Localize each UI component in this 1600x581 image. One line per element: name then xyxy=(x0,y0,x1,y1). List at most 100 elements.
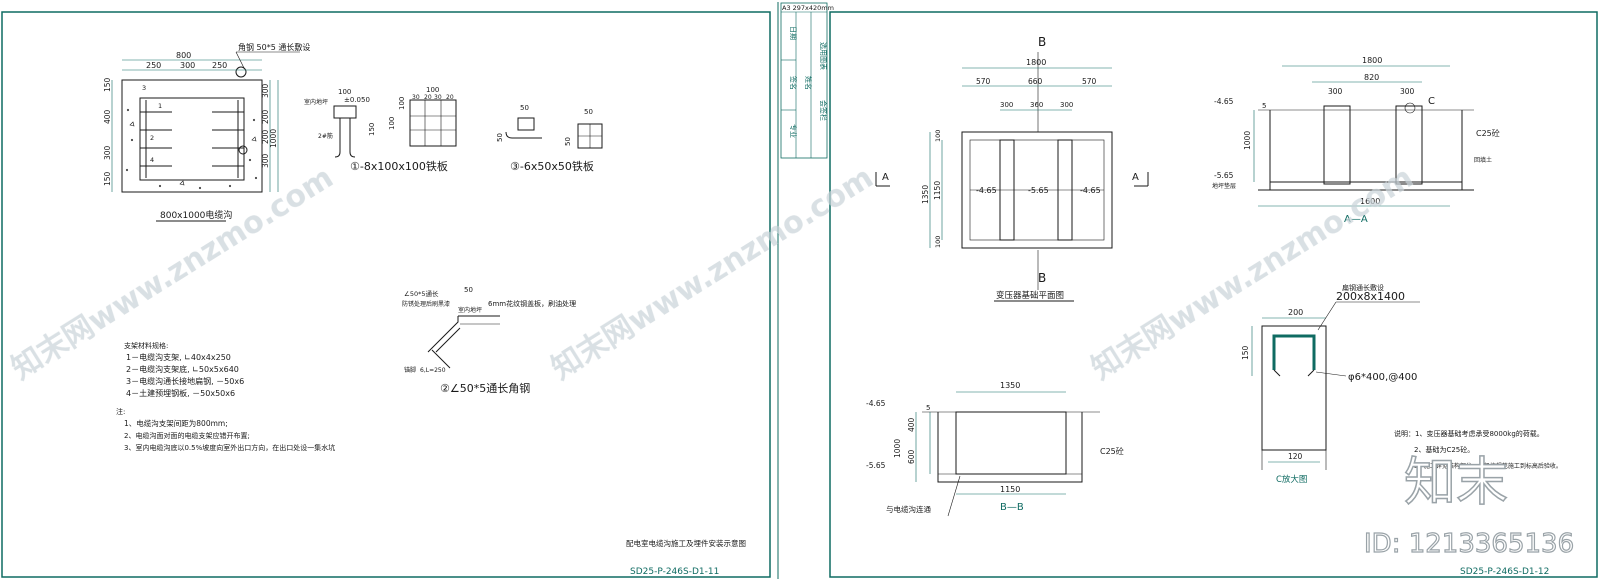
plate1-caption: ①-8x100x100铁板 xyxy=(350,159,448,173)
plate1-room: 室内地坪 xyxy=(304,98,328,106)
plan-dim-1800: 1800 xyxy=(1026,58,1046,67)
plate1-face: 2#筋 xyxy=(318,132,333,140)
plan-dim-100a: 100 xyxy=(934,130,942,142)
bb-level-2: -5.65 xyxy=(866,461,886,470)
trench-dim-300: 300 xyxy=(180,61,195,70)
trench-angle-note: 角钢 50*5 通长敷设 xyxy=(238,42,310,52)
plate3-detail: 50 50 50 50 ③-6x50x50铁板 xyxy=(496,104,603,173)
aa-dim-820: 820 xyxy=(1364,73,1379,82)
strip-date: 日期 xyxy=(789,26,797,40)
aa-dim-300b: 300 xyxy=(1400,87,1415,96)
trench-item-4: 4 xyxy=(150,156,154,164)
materials-item-4: 4－土建预埋钢板, －50x50x6 xyxy=(126,388,235,398)
sheet1-drawing-no: SD25-P-246S-D1-11 xyxy=(630,567,719,577)
angle-dim-50: 50 xyxy=(464,286,473,294)
aa-level-1: -4.65 xyxy=(1214,97,1234,106)
notes-item-3: 3、室内电缆沟底以0.5%坡度向室外出口方向，在出口处设一集水坑 xyxy=(124,443,335,452)
aa-dim-5: 5 xyxy=(1262,102,1266,110)
notes-list: 注: 1、电缆沟支架间距为800mm; 2、电缆沟面对面的电缆支架应错开布置; … xyxy=(116,407,335,452)
plan-caption: 变压器基础平面图 xyxy=(996,290,1064,301)
strip-countersign: 会签栏 xyxy=(819,100,828,121)
plan-dim-360: 360 xyxy=(1030,101,1043,109)
bb-dim-1350: 1350 xyxy=(1000,381,1020,390)
trench-item-3: 3 xyxy=(142,84,146,92)
materials-list: 支架材料规格: 1－电缆沟支架, ∟40x4x250 2－电缆沟支架底, ∟50… xyxy=(124,341,244,398)
trench-dim-left-400: 400 xyxy=(103,109,112,124)
sheet-frame-left xyxy=(1,11,771,578)
bb-level-1: -4.65 xyxy=(866,399,886,408)
trench-dim-right-1000: 1000 xyxy=(269,129,278,148)
plate1-dim-i: 20 xyxy=(446,94,454,101)
plate3-dim-a: 50 xyxy=(520,104,529,112)
c-dim-120: 120 xyxy=(1288,452,1303,461)
c-caption: C放大图 xyxy=(1276,474,1307,485)
margin-strip: A3 297x420mm 日期 签名 专业 姓名 会签栏 选用图表 xyxy=(780,2,834,159)
plan-dim-570b: 570 xyxy=(1082,77,1097,86)
aa-dim-1000: 1000 xyxy=(1243,131,1252,150)
strip-sign: 签名 xyxy=(789,76,798,90)
angle-note-3: 室内地坪 xyxy=(458,306,482,314)
plate1-dim-d: 100 xyxy=(388,117,396,130)
c-dim-150: 150 xyxy=(1241,345,1250,360)
strip-major: 专业 xyxy=(789,124,798,138)
plan-level-1: -4.65 xyxy=(976,186,997,195)
sheet-frame-right xyxy=(829,11,1598,578)
materials-item-1: 1－电缆沟支架, ∟40x4x250 xyxy=(126,352,231,362)
watermark-id: ID: 1213365136 xyxy=(1364,529,1574,559)
angle-caption: ②∠50*5通长角钢 xyxy=(440,382,530,395)
section-aa: 1800 820 300 300 C -4.65 -5.65 1000 5 C2… xyxy=(1212,56,1500,225)
plan-dim-1350: 1350 xyxy=(921,185,930,204)
aa-mark-c: C xyxy=(1428,96,1435,107)
explain-2: 2、基础为C25砼。 xyxy=(1414,445,1474,454)
angle-note-4: 6mm花纹钢盖板，刷油处理 xyxy=(488,299,576,308)
bb-dim-400: 400 xyxy=(907,417,916,432)
detail-c: 扁钢通长敷设 200x8x1400 200 150 φ6*400,@400 12… xyxy=(1241,283,1420,485)
materials-title: 支架材料规格: xyxy=(124,341,168,350)
trench-caption: 800x1000电缆沟 xyxy=(160,209,232,221)
materials-item-3: 3－电缆沟通长接地扁钢, －50x6 xyxy=(126,376,244,386)
aa-note-concrete: C25砼 xyxy=(1476,128,1500,138)
bb-note-concrete: C25砼 xyxy=(1100,446,1124,456)
plan-dim-300b: 300 xyxy=(1060,101,1073,109)
cable-trench-section: 800 250 300 250 150 400 300 150 300 200 … xyxy=(103,42,310,222)
aa-level-2: -5.65 xyxy=(1214,171,1234,180)
plate1-dim-g: 20 xyxy=(424,94,432,101)
angle-steel-detail: ∠50*5通长 防锈处理后刷黑漆 室内地坪 6mm花纹钢盖板，刷油处理 锚脚 6… xyxy=(402,286,576,395)
plate1-dim-e: 100 xyxy=(398,97,406,110)
explanation: 说明：1、变压器基础考虑承受8000kg的荷载。 2、基础为C25砼。 3、施工… xyxy=(1394,429,1562,470)
trench-dim-250a: 250 xyxy=(146,61,161,70)
plan-dim-570a: 570 xyxy=(976,77,991,86)
bb-caption: B—B xyxy=(1000,502,1024,513)
sheet2-drawing-no: SD25-P-246S-D1-12 xyxy=(1460,567,1549,577)
aa-note-backfill: 回填土 xyxy=(1474,156,1492,164)
explain-3: 3、施工详见结构部分，一般按规范施工到标高后验收。 xyxy=(1414,462,1562,470)
sheet1-title: 配电室电缆沟施工及埋件安装示意图 xyxy=(626,538,746,548)
trench-dim-left-300: 300 xyxy=(103,145,112,160)
watermark-logo: 知末 xyxy=(1404,453,1508,513)
plan-level-2: -5.65 xyxy=(1028,186,1049,195)
plan-mark-b-bottom: B xyxy=(1038,271,1046,285)
plate1-dim-c: 150 xyxy=(368,123,376,136)
aa-dim-1800: 1800 xyxy=(1362,56,1382,65)
angle-note-5: 锚脚 xyxy=(404,366,416,374)
plate1-dim-b: 100 xyxy=(426,86,439,94)
plate3-dim-b: 50 xyxy=(584,108,593,116)
plan-mark-a-right: A xyxy=(1132,172,1139,183)
notes-item-1: 1、电缆沟支架间距为800mm; xyxy=(124,418,228,428)
c-note-2: 200x8x1400 xyxy=(1336,290,1405,303)
trench-dim-right-300b: 300 xyxy=(261,153,270,168)
plan-mark-a-left: A xyxy=(882,172,889,183)
plan-dim-1150: 1150 xyxy=(933,181,942,200)
plate1-dim-h: 30 xyxy=(434,94,442,101)
plate3-dim-c: 50 xyxy=(496,133,504,142)
c-note-1: 扁钢通长敷设 xyxy=(1342,283,1384,292)
plan-dim-100b: 100 xyxy=(934,236,942,248)
bb-dim-1000: 1000 xyxy=(893,439,902,458)
aa-dim-1600: 1600 xyxy=(1360,197,1380,206)
bb-link-note: 与电缆沟连通 xyxy=(886,504,931,514)
angle-note-6: 6,L=250 xyxy=(420,367,446,374)
plate1-dim-f: 30 xyxy=(412,94,420,101)
trench-item-2: 2 xyxy=(150,134,154,142)
plate1-dim-a: 100 xyxy=(338,88,351,96)
bb-dim-600: 600 xyxy=(907,449,916,464)
